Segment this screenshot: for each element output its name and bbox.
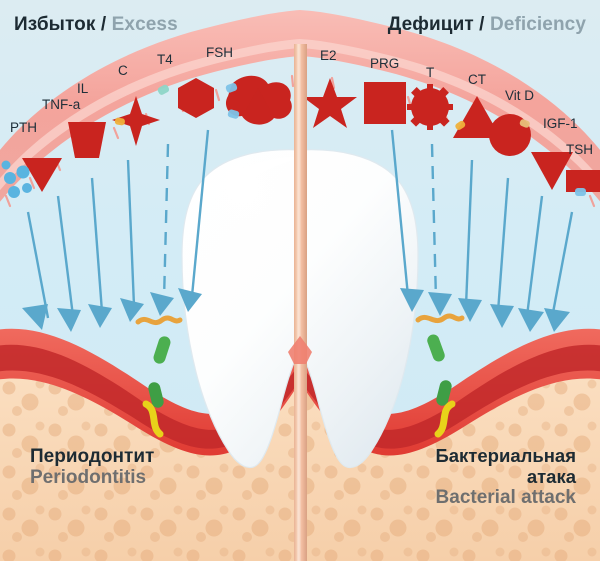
shape-e2 xyxy=(303,78,357,128)
title-deficiency-ru: Дефицит xyxy=(387,14,474,35)
receptor-dots xyxy=(114,83,586,196)
gingiva-gum-tissue xyxy=(0,328,600,456)
title-excess-ru: Избыток xyxy=(14,14,96,35)
title-excess-separator: / xyxy=(100,14,107,35)
title-excess: Избыток / Excess xyxy=(14,14,178,36)
shape-tsh xyxy=(566,170,600,192)
shape-ct xyxy=(453,96,501,138)
hormone-label-e2: E2 xyxy=(320,48,337,63)
shape-c xyxy=(112,96,160,146)
label-bacterial-attack-ru-1: Бактериальная xyxy=(435,445,576,466)
central-vessel-divider xyxy=(288,44,312,561)
hormone-label-pth: PTH xyxy=(10,120,37,135)
leukocyte-cells xyxy=(1,160,32,198)
arrow-group-right xyxy=(390,129,574,332)
shape-tnfa xyxy=(68,122,106,158)
shape-small-faded xyxy=(246,88,270,110)
arrow-group-left xyxy=(22,129,210,332)
hormone-label-tsh: TSH xyxy=(566,142,593,157)
shape-prg xyxy=(364,82,406,124)
hormone-label-il: IL xyxy=(77,81,89,96)
hormone-label-t: T xyxy=(426,65,435,80)
hormone-label-c: C xyxy=(118,63,128,78)
shape-fsh xyxy=(225,75,292,125)
bacteria-left xyxy=(135,315,183,438)
title-deficiency-separator: / xyxy=(479,14,485,35)
hormone-label-ct: CT xyxy=(468,72,486,87)
title-excess-en: Excess xyxy=(111,14,178,35)
label-periodontitis: Периодонтит Periodontitis xyxy=(30,446,154,489)
hormone-label-t4: T4 xyxy=(157,52,173,67)
shape-t xyxy=(407,84,453,130)
label-periodontitis-en: Periodontitis xyxy=(30,467,147,489)
label-bacterial-attack-ru-2: атака xyxy=(526,465,576,487)
label-periodontitis-ru: Периодонтит xyxy=(30,446,155,467)
label-bacterial-attack: Бактериальная атака Bacterial attack xyxy=(435,445,576,509)
bacteria-right xyxy=(415,313,465,438)
signal-arrows xyxy=(22,129,574,332)
shape-pth xyxy=(22,158,62,192)
shape-t4 xyxy=(178,78,214,118)
hormone-label-vitd: Vit D xyxy=(505,88,535,103)
label-bacterial-attack-en: Bacterial attack xyxy=(435,487,576,509)
title-deficiency: Дефицит / Deficiency xyxy=(388,14,586,36)
title-deficiency-en: Deficiency xyxy=(489,14,586,35)
hormone-label-prg: PRG xyxy=(370,56,400,71)
hormone-label-tnfa: TNF-a xyxy=(42,97,81,112)
hormone-label-fsh: FSH xyxy=(206,45,233,60)
hormone-label-igf1: IGF-1 xyxy=(543,116,578,131)
shape-igf1 xyxy=(531,152,573,190)
